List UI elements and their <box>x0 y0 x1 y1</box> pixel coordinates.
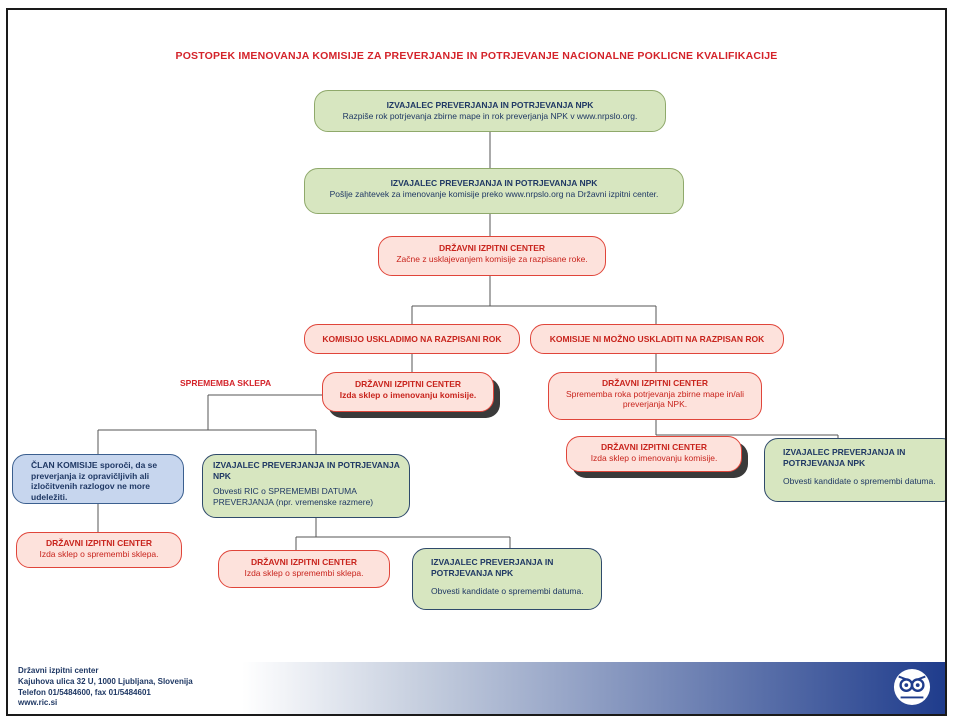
footer-address: Kajuhova ulica 32 U, 1000 Ljubljana, Slo… <box>18 676 193 686</box>
node-izvajalec-obvesti-kandidate-1: IZVAJALEC PREVERJANJA IN POTRJEVANJA NPK… <box>764 438 945 502</box>
node-heading: ČLAN KOMISIJE <box>31 460 98 470</box>
node-ric-sklep-imenovanje: DRŽAVNI IZPITNI CENTER Izda sklep o imen… <box>322 372 494 412</box>
node-body: sporoči, da se preverjanja iz opravičlji… <box>31 460 158 502</box>
node-heading: DRŽAVNI IZPITNI CENTER <box>354 379 462 389</box>
node-izvajalec-zahtevek: IZVAJALEC PREVERJANJA IN POTRJEVANJA NPK… <box>304 168 684 214</box>
node-komisije-ni-mozno: KOMISIJE NI MOŽNO USKLADITI NA RAZPISAN … <box>530 324 784 354</box>
node-heading: DRŽAVNI IZPITNI CENTER <box>600 442 708 452</box>
footer-bar: Državni izpitni center Kajuhova ulica 32… <box>8 662 945 714</box>
node-text: ČLAN KOMISIJE sporoči, da se preverjanja… <box>31 460 157 502</box>
connector-lines <box>97 131 839 550</box>
node-heading: IZVAJALEC PREVERJANJA IN POTRJEVANJA NPK <box>386 100 594 110</box>
footer-org-name: Državni izpitni center <box>18 666 99 675</box>
node-komisijo-uskladimo: KOMISIJO USKLADIMO NA RAZPISANI ROK <box>304 324 520 354</box>
footer-contact: Državni izpitni center Kajuhova ulica 32… <box>18 666 193 709</box>
node-text: Izda sklep o imenovanju komisije. <box>590 452 718 463</box>
node-heading: DRŽAVNI IZPITNI CENTER <box>438 243 546 253</box>
node-clan-komisije: ČLAN KOMISIJE sporoči, da se preverjanja… <box>12 454 184 504</box>
ric-owl-logo-icon <box>893 668 931 706</box>
node-izvajalec-obvesti-ric: IZVAJALEC PREVERJANJA IN POTRJEVANJA NPK… <box>202 454 410 518</box>
node-heading: KOMISIJO USKLADIMO NA RAZPISANI ROK <box>322 334 502 344</box>
node-heading: DRŽAVNI IZPITNI CENTER <box>250 557 358 567</box>
node-text: Obvesti kandidate o spremembi datuma. <box>783 476 936 487</box>
node-text: Obvesti kandidate o spremembi datuma. <box>431 586 584 597</box>
node-ric-sklep-imenovanje-2: DRŽAVNI IZPITNI CENTER Izda sklep o imen… <box>566 436 742 472</box>
node-heading: DRŽAVNI IZPITNI CENTER <box>601 378 709 388</box>
node-text: Sprememba roka potrjevanja zbirne mape i… <box>565 388 745 410</box>
node-text: Izda sklep o imenovanju komisije. <box>339 389 477 400</box>
footer-website: www.ric.si <box>18 698 58 708</box>
slide: POSTOPEK IMENOVANJA KOMISIJE ZA PREVERJA… <box>6 8 947 716</box>
node-text: Izda sklep o spremembi sklepa. <box>244 567 364 578</box>
node-ric-usklajevanje: DRŽAVNI IZPITNI CENTER Začne z usklajeva… <box>378 236 606 276</box>
diagram-title: POSTOPEK IMENOVANJA KOMISIJE ZA PREVERJA… <box>175 50 778 62</box>
footer-phone: Telefon 01/5484600, fax 01/5484601 <box>18 687 151 697</box>
node-text: Izda sklep o spremembi sklepa. <box>39 548 159 559</box>
node-izvajalec-obvesti-kandidate-2: IZVAJALEC PREVERJANJA IN POTRJEVANJA NPK… <box>412 548 602 610</box>
node-heading: IZVAJALEC PREVERJANJA IN POTRJEVANJA NPK <box>390 178 598 188</box>
node-heading: IZVAJALEC PREVERJANJA IN POTRJEVANJA NPK <box>213 460 400 481</box>
node-ric-sprememba-roka: DRŽAVNI IZPITNI CENTER Sprememba roka po… <box>548 372 762 420</box>
node-heading: IZVAJALEC PREVERJANJA IN POTRJEVANJA NPK <box>783 447 906 468</box>
node-heading: KOMISIJE NI MOŽNO USKLADITI NA RAZPISAN … <box>549 334 765 344</box>
branch-label-sprememba-sklepa: SPREMEMBA SKLEPA <box>180 378 272 388</box>
node-text: Razpiše rok potrjevanja zbirne mape in r… <box>342 110 638 121</box>
node-text: Obvesti RIC o SPREMEMBI DATUMA PREVERJAN… <box>213 486 374 507</box>
node-heading: DRŽAVNI IZPITNI CENTER <box>45 538 153 548</box>
node-heading: IZVAJALEC PREVERJANJA IN POTRJEVANJA NPK <box>431 557 554 578</box>
node-text: Začne z usklajevanjem komisije za razpis… <box>396 253 588 264</box>
node-izvajalec-razpis: IZVAJALEC PREVERJANJA IN POTRJEVANJA NPK… <box>314 90 666 132</box>
node-ric-sprememba-sklepa-1: DRŽAVNI IZPITNI CENTER Izda sklep o spre… <box>16 532 182 568</box>
node-ric-sprememba-sklepa-2: DRŽAVNI IZPITNI CENTER Izda sklep o spre… <box>218 550 390 588</box>
node-text: Pošlje zahtevek za imenovanje komisije p… <box>329 188 659 199</box>
